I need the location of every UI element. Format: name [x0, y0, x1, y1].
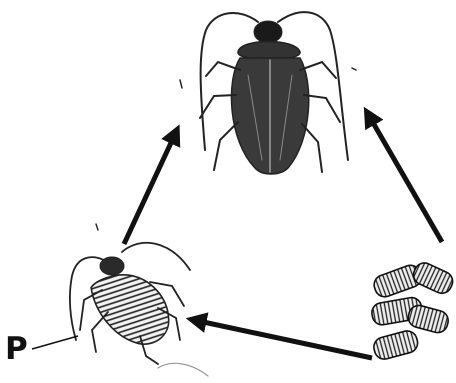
- egg-capsules-illustration: [370, 260, 456, 362]
- label-p: P: [5, 334, 28, 365]
- adult-cockroach-illustration: [180, 12, 356, 174]
- label-p-leader-line: [32, 336, 78, 349]
- arrow-eggs-to-nymph: [194, 320, 372, 358]
- arrow-nymph-to-adult: [124, 132, 176, 244]
- nymph-cockroach-illustration: [70, 224, 208, 376]
- arrow-eggs-to-adult: [368, 114, 442, 242]
